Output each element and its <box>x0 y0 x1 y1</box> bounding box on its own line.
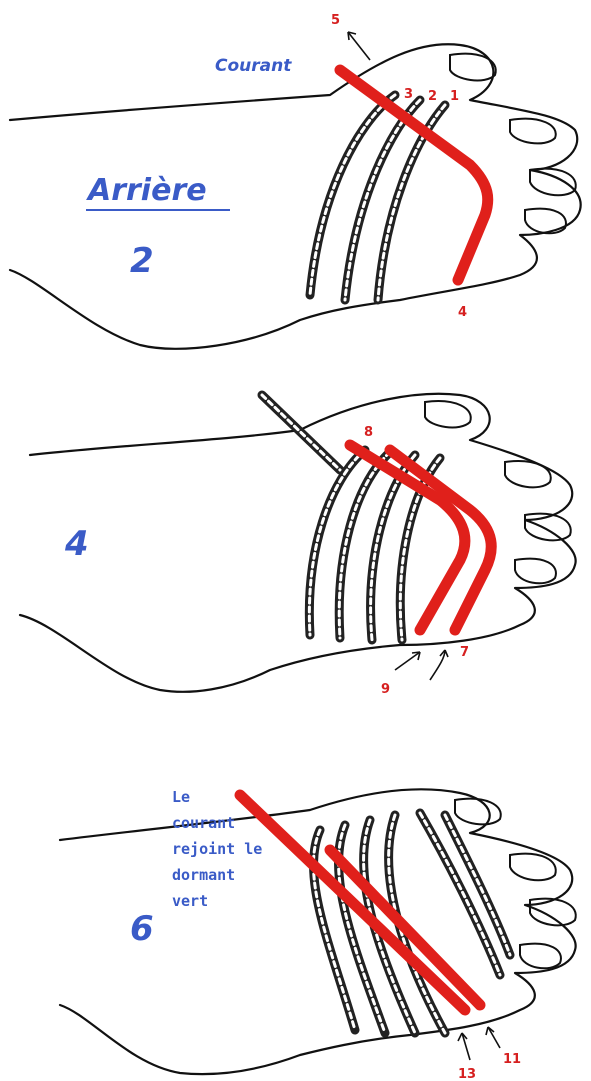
number-label: 1 <box>450 89 459 104</box>
step-number: 4 <box>64 524 89 564</box>
side-label: Arrière <box>86 173 207 208</box>
panel-step-2: Courant Arrière 2 5 3 2 1 4 <box>0 0 591 360</box>
courant-label: Courant <box>215 56 292 76</box>
number-label: 9 <box>381 682 390 697</box>
hand-illustration-2: 4 8 9 7 <box>0 360 591 715</box>
note-line: vert <box>172 892 208 910</box>
note-line: dormant <box>172 866 235 884</box>
number-label: 3 <box>404 87 413 102</box>
hand-illustration-3: Le courant rejoint le dormant vert 6 13 … <box>0 715 591 1081</box>
number-label: 7 <box>460 645 469 660</box>
panel-step-6: Le courant rejoint le dormant vert 6 13 … <box>0 715 591 1081</box>
note-line: Le <box>172 788 190 806</box>
number-label: 11 <box>503 1052 521 1067</box>
step-number: 6 <box>130 909 154 949</box>
note-line: courant <box>172 814 235 832</box>
step-number: 2 <box>130 241 154 281</box>
number-label: 8 <box>364 425 373 440</box>
note-line: rejoint le <box>172 840 262 858</box>
number-label: 13 <box>458 1067 476 1081</box>
panel-step-4: 4 8 9 7 <box>0 360 591 715</box>
hand-illustration-1: Courant Arrière 2 5 3 2 1 4 <box>0 0 591 360</box>
number-label: 2 <box>428 89 437 104</box>
number-label: 5 <box>331 13 340 28</box>
number-label: 4 <box>458 305 467 320</box>
